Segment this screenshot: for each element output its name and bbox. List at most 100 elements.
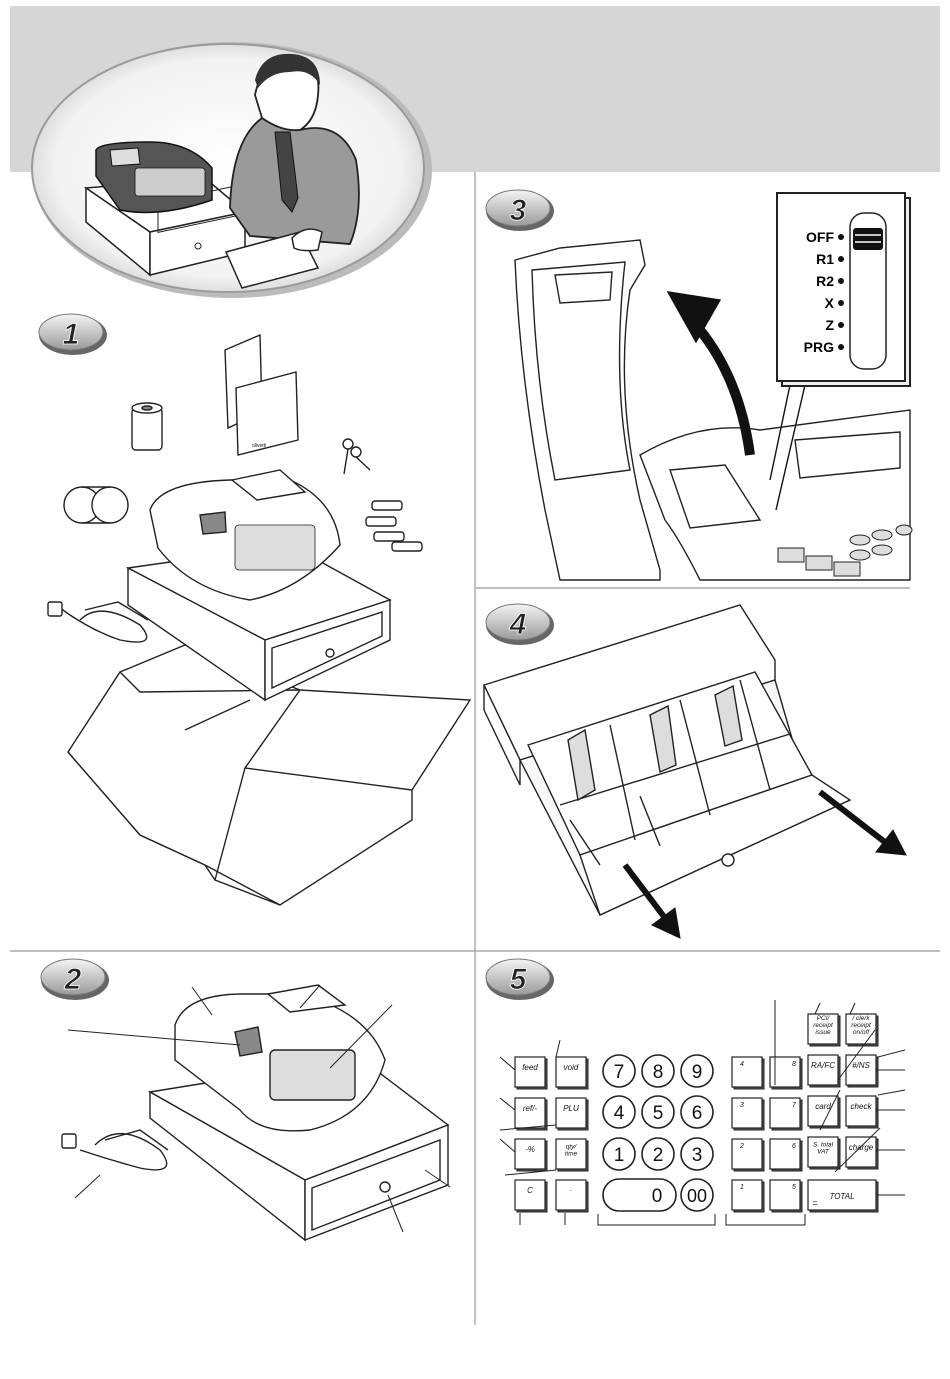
- plu-key[interactable]: PLU: [556, 1098, 588, 1130]
- numeric-key-label: 0: [652, 1186, 663, 1207]
- numeric-key-0[interactable]: 0: [603, 1179, 676, 1211]
- step4-drawer-illustration: [484, 605, 850, 915]
- pci-receipt-key-label: PCI/: [817, 1015, 831, 1022]
- card-key-label: card: [815, 1102, 831, 1111]
- step-number-2: 2: [64, 963, 82, 996]
- numeric-key-1[interactable]: 1: [603, 1138, 635, 1170]
- numeric-key-label: 1: [614, 1145, 625, 1166]
- ns-key[interactable]: #/NS: [846, 1055, 878, 1087]
- step5-keyboard: feedvoidref/-PLU-%qty/timeC·PCI/receipti…: [500, 1000, 905, 1225]
- total-key-label: TOTAL: [829, 1192, 854, 1201]
- total-key[interactable]: TOTAL =: [808, 1180, 878, 1212]
- keyboard-callout-line: [500, 1139, 515, 1152]
- equals-mark: =: [812, 1198, 817, 1208]
- pci-receipt-key-label: issue: [815, 1029, 831, 1036]
- department-keys-bracket: [726, 1214, 805, 1225]
- refund-key-label: ref/-: [523, 1104, 538, 1113]
- check-key[interactable]: check: [846, 1096, 878, 1128]
- department-key-label: 8: [792, 1061, 796, 1068]
- department-key-label: 2: [739, 1143, 744, 1150]
- percent-key-label: -%: [525, 1145, 535, 1154]
- void-key-label: void: [564, 1063, 579, 1072]
- keyboard-callout-line: [815, 1003, 820, 1014]
- mode-dot-z: [838, 322, 844, 328]
- mode-label-x: X: [825, 295, 835, 311]
- mode-dot-r2: [838, 278, 844, 284]
- department-key-4[interactable]: 4: [732, 1057, 764, 1089]
- percent-key[interactable]: -%: [515, 1139, 547, 1171]
- department-key-7[interactable]: 7: [770, 1098, 802, 1130]
- numeric-key-5[interactable]: 5: [642, 1096, 674, 1128]
- keyboard-callout-line: [556, 1040, 560, 1057]
- numeric-key-label: 00: [687, 1186, 707, 1206]
- step-badge-2: 2: [41, 959, 109, 1000]
- mode-label-r1: R1: [816, 251, 834, 267]
- refund-key[interactable]: ref/-: [515, 1098, 547, 1130]
- keyboard-callout-line: [878, 1050, 905, 1057]
- step-number-5: 5: [510, 963, 528, 996]
- clear-key[interactable]: C: [515, 1180, 547, 1212]
- point-key-label: ·: [570, 1186, 573, 1195]
- void-key[interactable]: void: [556, 1057, 588, 1089]
- department-key-6[interactable]: 6: [770, 1139, 802, 1171]
- department-key-label: 3: [740, 1102, 744, 1109]
- numeric-key-label: 5: [653, 1103, 664, 1124]
- pci-receipt-key-label: receipt: [813, 1022, 834, 1029]
- clerk-receipt-key-label: / clerk: [851, 1015, 870, 1022]
- mode-switch-callout: OFFR1R2XZPRG: [777, 193, 910, 386]
- step-badge-5: 5: [486, 959, 554, 1000]
- ns-key-label: #/NS: [852, 1061, 870, 1070]
- step1-unpacking-illustration: olivetti: [48, 335, 470, 905]
- manual-cover-label: olivetti: [252, 443, 266, 449]
- numeric-key-00[interactable]: 00: [681, 1179, 713, 1211]
- numeric-key-6[interactable]: 6: [681, 1096, 713, 1128]
- check-key-label: check: [851, 1102, 873, 1111]
- department-key-5[interactable]: 5: [770, 1180, 802, 1212]
- mode-dot-r1: [838, 256, 844, 262]
- department-key-label: 4: [740, 1061, 744, 1068]
- department-key-3[interactable]: 3: [732, 1098, 764, 1130]
- numeric-key-label: 4: [614, 1103, 625, 1124]
- numeric-key-9[interactable]: 9: [681, 1055, 713, 1087]
- department-key-1[interactable]: 1: [732, 1180, 764, 1212]
- mode-label-prg: PRG: [804, 339, 834, 355]
- numeric-key-8[interactable]: 8: [642, 1055, 674, 1087]
- numeric-keys-bracket: [598, 1214, 715, 1225]
- step2-register-parts-illustration: [62, 985, 448, 1240]
- qty-time-key[interactable]: qty/time: [556, 1139, 588, 1171]
- numeric-key-label: 9: [692, 1062, 703, 1083]
- step-badge-4: 4: [486, 604, 554, 645]
- rafc-key[interactable]: RA/FC: [808, 1055, 840, 1087]
- numeric-key-3[interactable]: 3: [681, 1138, 713, 1170]
- clerk-receipt-key-label: on/off: [853, 1029, 870, 1036]
- point-key[interactable]: ·: [556, 1180, 588, 1212]
- charge-key[interactable]: charge: [846, 1137, 878, 1169]
- clerk-receipt-key-label: receipt: [851, 1022, 872, 1029]
- numeric-key-4[interactable]: 4: [603, 1096, 635, 1128]
- keyboard-callout-line: [500, 1098, 515, 1110]
- department-key-label: 6: [792, 1143, 796, 1150]
- numeric-key-label: 2: [653, 1145, 664, 1166]
- card-key[interactable]: card: [808, 1096, 840, 1128]
- department-key-2[interactable]: 2: [732, 1139, 764, 1171]
- numeric-key-7[interactable]: 7: [603, 1055, 635, 1087]
- mode-switch-knob[interactable]: [853, 228, 883, 250]
- department-key-label: 5: [792, 1184, 796, 1191]
- charge-key-label: charge: [849, 1143, 874, 1152]
- numeric-key-2[interactable]: 2: [642, 1138, 674, 1170]
- numeric-key-label: 6: [692, 1103, 703, 1124]
- step-badge-3: 3: [486, 190, 554, 231]
- step-number-3: 3: [510, 194, 527, 227]
- intro-illustration: [32, 42, 432, 298]
- feed-key[interactable]: feed: [515, 1057, 547, 1089]
- clear-key-label: C: [527, 1186, 533, 1195]
- mode-dot-x: [838, 300, 844, 306]
- rafc-key-label: RA/FC: [811, 1061, 835, 1070]
- step-number-1: 1: [63, 318, 80, 351]
- keyboard-callout-line: [878, 1090, 905, 1095]
- department-key-label: 1: [740, 1184, 744, 1191]
